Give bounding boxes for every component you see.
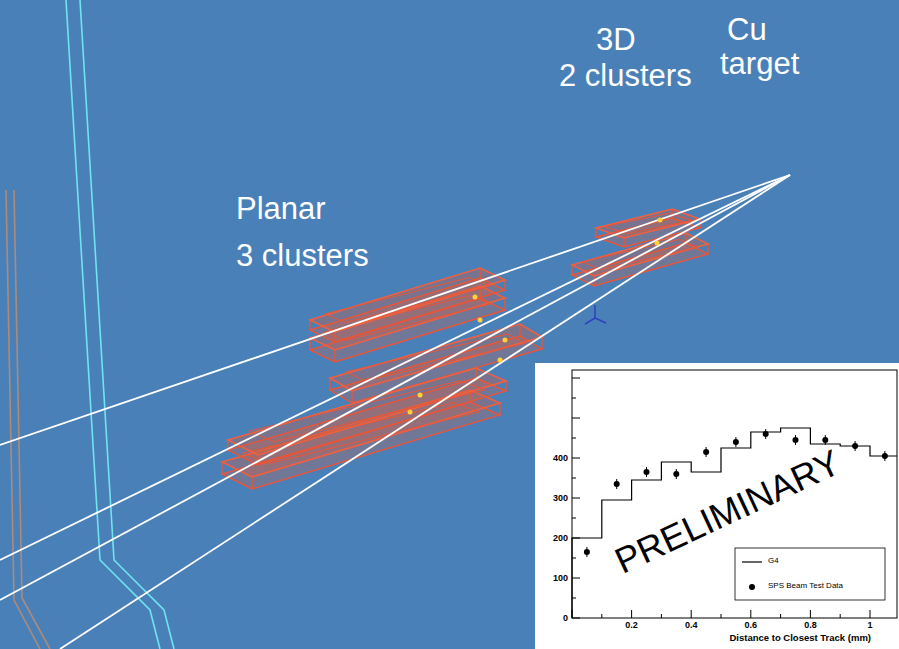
hit-cluster <box>655 241 660 246</box>
tick-label: 0 <box>563 614 568 623</box>
hit-cluster <box>418 393 423 398</box>
hit-cluster <box>478 318 483 323</box>
geometry-line <box>6 190 40 649</box>
hit-cluster <box>498 358 503 363</box>
target-label: Cu <box>727 14 767 45</box>
inset-chart <box>535 363 899 649</box>
legend-text: G4 <box>768 557 779 565</box>
y-tick-label: 200 <box>553 534 568 543</box>
y-tick-label: 400 <box>553 454 568 463</box>
detector-label: 3D <box>596 24 636 55</box>
hit-cluster <box>408 410 413 415</box>
legend-dot-sample <box>749 584 755 590</box>
geometry-line <box>80 0 174 649</box>
y-tick-label: 100 <box>553 574 568 583</box>
x-tick-label: 0.2 <box>625 621 638 630</box>
x-tick-label: 0.8 <box>804 621 817 630</box>
x-tick-label: 1 <box>867 621 872 630</box>
y-tick-label: 300 <box>553 494 568 503</box>
target-label: target <box>720 48 799 79</box>
hit-cluster <box>658 218 663 223</box>
detector-label: 3 clusters <box>236 240 369 271</box>
axis-title: Distance to Closest Track (mm) <box>730 633 872 643</box>
hit-cluster <box>473 295 478 300</box>
detector-label: 2 clusters <box>559 60 692 91</box>
x-tick-label: 0.4 <box>685 621 698 630</box>
x-tick-label: 0.6 <box>745 621 758 630</box>
legend-text: SPS Beam Test Data <box>768 582 843 590</box>
geometry-line <box>14 190 50 649</box>
hit-cluster <box>503 338 508 343</box>
axis-icon <box>585 305 606 324</box>
legend-line-sample <box>742 561 762 562</box>
detector-label: Planar <box>236 193 326 224</box>
